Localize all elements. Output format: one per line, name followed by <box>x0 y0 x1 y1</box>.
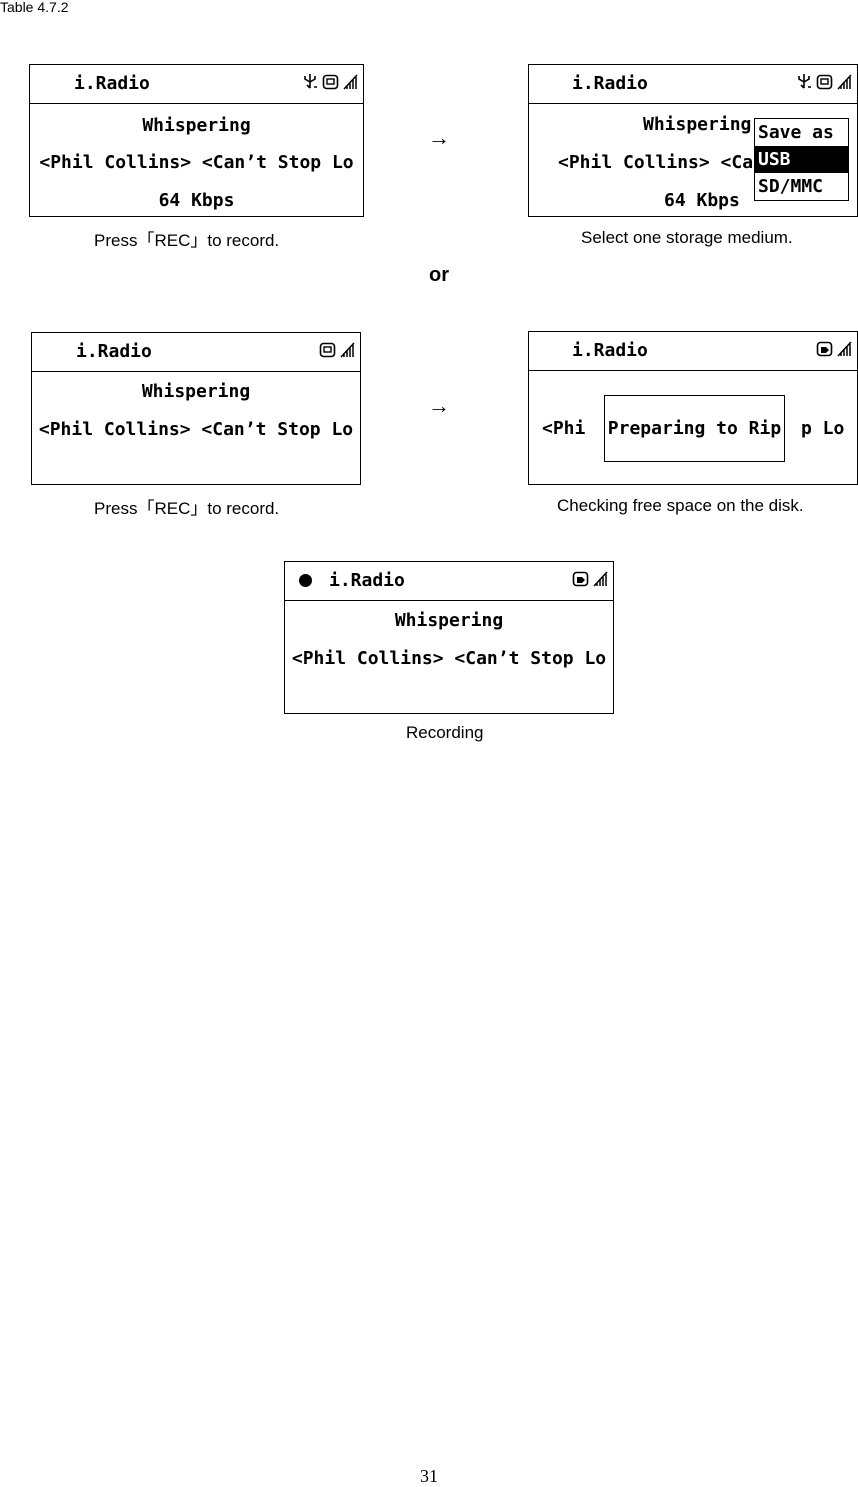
artist-line: <Phil Collins> <Can’t Stop Lo <box>291 648 607 669</box>
artist-line-left: <Phi <box>542 418 586 439</box>
screen-preparing: i.Radio <Phi p Lo Preparing to Rip <box>528 331 858 485</box>
artist-line: <Phil Collins> <Can’t Stop Lo <box>39 152 354 173</box>
bitrate: 64 Kbps <box>664 190 740 211</box>
signal-icon <box>343 74 358 90</box>
page-number: 31 <box>420 1466 438 1486</box>
status-icons <box>319 341 356 359</box>
storage-menu: Save as USB SD/MMC <box>754 118 849 201</box>
signal-icon <box>837 341 852 357</box>
song-title: Whispering <box>394 610 504 631</box>
caption-checking-space: Checking free space on the disk. <box>557 496 804 515</box>
song-title: Whispering <box>142 115 251 136</box>
status-icons <box>796 73 853 91</box>
screen-press-rec: i.Radio Whispering <Phil Collins> <Can’t… <box>29 64 364 217</box>
arrow-right: → <box>428 125 450 150</box>
screen-recording: i.Radio Whispering <Phil Collins> <Can’t… <box>284 561 614 714</box>
record-disk-icon <box>572 571 589 587</box>
caption-recording: Recording <box>406 723 484 742</box>
status-icons <box>302 73 359 91</box>
screen-header: i.Radio <box>32 333 360 372</box>
screen-header: i.Radio <box>529 65 857 104</box>
status-icons <box>572 570 609 588</box>
screen-header: i.Radio <box>30 65 363 104</box>
status-icons <box>816 340 853 358</box>
artist-line: <Phil Collins> <Can’t Stop Lo <box>38 419 354 440</box>
screen-header: i.Radio <box>529 332 857 371</box>
menu-item-sdmmc[interactable]: SD/MMC <box>758 176 824 197</box>
menu-item-usb[interactable]: USB <box>755 146 848 173</box>
song-title: Whispering <box>141 381 251 402</box>
artist-line-right: p Lo <box>801 418 845 439</box>
artist-line: <Phil Collins> <Ca <box>558 152 754 173</box>
screen-title: i.Radio <box>76 341 152 362</box>
screen-title: i.Radio <box>74 73 150 94</box>
caption-press-rec-2: Press「REC」to record. <box>94 499 280 518</box>
record-disk-icon <box>816 341 833 357</box>
usb-icon <box>304 74 317 89</box>
caption-select-storage: Select one storage medium. <box>581 228 793 247</box>
disk-icon <box>319 342 336 358</box>
or-label: or <box>429 264 449 286</box>
disk-icon <box>816 74 833 90</box>
screen-title: i.Radio <box>572 73 648 94</box>
signal-icon <box>837 74 852 90</box>
screen-select-storage: i.Radio Whispering <Phil Collins> <Ca 64… <box>528 64 858 217</box>
caption-press-rec: Press「REC」to record. <box>94 231 280 250</box>
screen-press-rec-2: i.Radio Whispering <Phil Collins> <Can’t… <box>31 332 361 485</box>
screen-header: i.Radio <box>285 562 613 601</box>
song-title: Whispering <box>643 114 752 135</box>
screen-title: i.Radio <box>329 570 405 591</box>
signal-icon <box>340 342 355 358</box>
preparing-popup: Preparing to Rip <box>604 395 785 462</box>
arrow-right: → <box>428 393 450 418</box>
record-dot-icon <box>299 574 312 587</box>
signal-icon <box>593 571 608 587</box>
bitrate: 64 Kbps <box>158 190 235 211</box>
disk-icon <box>322 74 339 90</box>
screen-title: i.Radio <box>572 340 648 361</box>
table-label: Table 4.7.2 <box>0 0 69 15</box>
usb-icon <box>798 74 811 89</box>
menu-title: Save as <box>758 122 834 143</box>
